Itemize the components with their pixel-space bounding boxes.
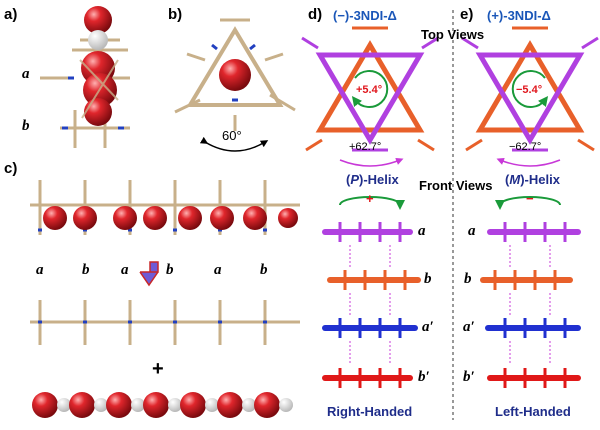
panel-b-angle: 60° <box>222 128 242 143</box>
panel-label-a: a) <box>4 6 18 23</box>
panel-c-label-1: a <box>36 262 44 278</box>
helix-left-layer-4: b′ <box>418 369 430 385</box>
helix-right-layer-2: b <box>464 271 472 287</box>
panel-e-bottom-angle: −62.7° <box>509 141 542 153</box>
helix-right-layer-1: a <box>468 223 476 239</box>
panel-e-top-view <box>461 26 599 167</box>
panel-d-top-view <box>301 26 439 167</box>
helix-left-sign: + <box>366 191 374 206</box>
helix-left-handedness: Right-Handed <box>327 404 413 419</box>
front-views-header: Front Views <box>419 178 493 193</box>
panel-label-e: e) <box>460 6 474 23</box>
panel-c-plus: + <box>152 358 164 380</box>
panel-c-label-4: b <box>166 262 174 278</box>
panel-d-bottom-angle: +62.7° <box>349 141 382 153</box>
panel-label-c: c) <box>4 160 18 177</box>
helix-right-sign: − <box>526 191 534 206</box>
panel-a-label-top: a <box>22 66 30 82</box>
panel-c-chain <box>30 180 300 418</box>
panel-c-label-2: b <box>82 262 90 278</box>
panel-e-title: (+)-3NDI-Δ <box>487 8 551 23</box>
top-views-header: Top Views <box>421 27 485 42</box>
helix-right-layer-4: b′ <box>463 369 475 385</box>
helix-right-title: (M)-Helix <box>505 172 560 187</box>
helix-left-layer-3: a′ <box>422 319 434 335</box>
helix-left-layer-1: a <box>418 223 426 239</box>
helix-right-handedness: Left-Handed <box>495 404 571 419</box>
panel-b-macrocycle <box>174 18 296 152</box>
panel-label-b: b) <box>168 6 183 23</box>
helix-right <box>480 196 581 388</box>
helix-left-title: (P)-Helix <box>346 172 399 187</box>
helix-left-layer-2: b <box>424 271 432 287</box>
panel-e-center-angle: −5.4° <box>516 84 543 96</box>
panel-a-molecule <box>40 6 130 148</box>
panel-c-label-3: a <box>121 262 129 278</box>
panel-d-center-angle: +5.4° <box>356 84 383 96</box>
panel-a-label-bottom: b <box>22 118 30 134</box>
helix-left <box>322 196 421 388</box>
panel-c-label-6: b <box>260 262 268 278</box>
panel-d-title: (−)-3NDI-Δ <box>333 8 397 23</box>
helix-right-layer-3: a′ <box>463 319 475 335</box>
panel-label-d: d) <box>308 6 323 23</box>
panel-c-label-5: a <box>214 262 222 278</box>
